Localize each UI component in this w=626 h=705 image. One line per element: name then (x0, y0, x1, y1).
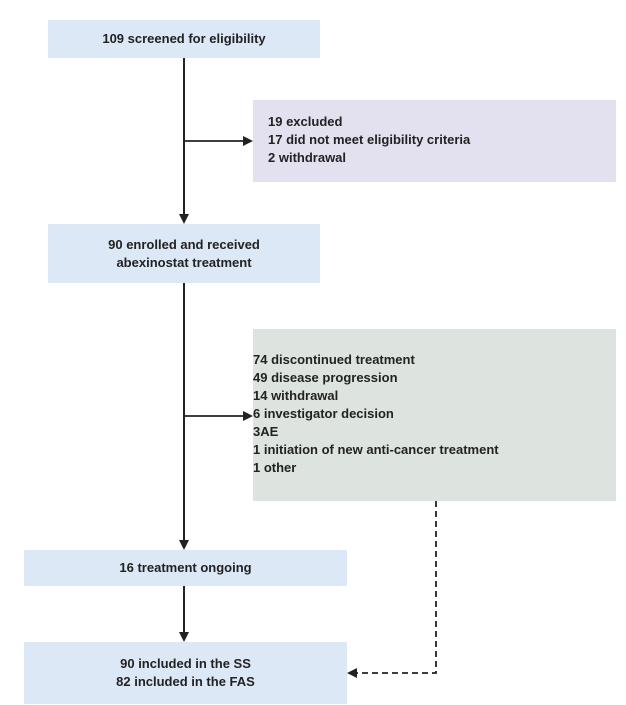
discontinued-reason: 1 initiation of new anti-cancer treatmen… (253, 442, 499, 457)
dashed-arrow-discontinued-to-included (347, 501, 437, 678)
screened-box: 109 screened for eligibility (48, 20, 320, 58)
discontinued-box: 74 discontinued treatment 49 disease pro… (253, 329, 616, 501)
enrolled-line: abexinostat treatment (116, 254, 252, 270)
excluded-box: 19 excluded 17 did not meet eligibility … (253, 100, 616, 182)
excluded-title: 19 excluded (268, 114, 343, 129)
included-box: 90 included in the SS 82 included in the… (24, 642, 347, 704)
discontinued-reason: 3AE (253, 424, 279, 439)
discontinued-reason: 6 investigator decision (253, 406, 394, 421)
discontinued-reason: 49 disease progression (253, 370, 398, 385)
discontinued-reason: 14 withdrawal (253, 388, 339, 403)
ongoing-box: 16 treatment ongoing (24, 550, 347, 586)
excluded-reason: 2 withdrawal (268, 150, 347, 165)
enrolled-box: 90 enrolled and received abexinostat tre… (48, 224, 320, 283)
screened-label: 109 screened for eligibility (102, 31, 266, 46)
discontinued-reason: 1 other (253, 460, 297, 475)
excluded-reason: 17 did not meet eligibility criteria (268, 132, 471, 147)
ongoing-label: 16 treatment ongoing (119, 560, 252, 575)
included-line: 82 included in the FAS (116, 674, 255, 689)
enrolled-line: 90 enrolled and received (108, 236, 260, 252)
discontinued-title: 74 discontinued treatment (253, 352, 415, 367)
included-line: 90 included in the SS (120, 656, 251, 671)
